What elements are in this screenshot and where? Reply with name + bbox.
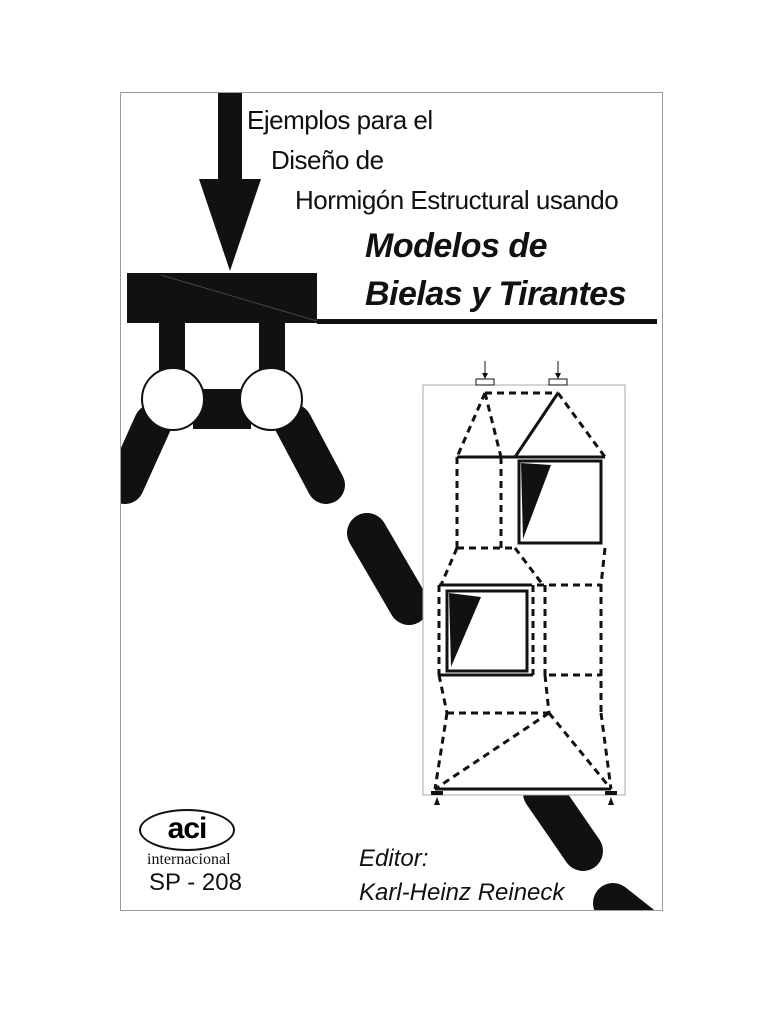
editor-name: Karl-Heinz Reineck: [359, 879, 565, 906]
bearing-line: [317, 319, 657, 324]
book-cover: Ejemplos para el Diseño de Hormigón Estr…: [120, 92, 663, 911]
title-line-2: Bielas y Tirantes: [365, 275, 627, 313]
aci-logo: aci: [139, 809, 235, 851]
subtitle-line-2: Diseño de: [271, 145, 384, 175]
publisher-subtitle: internacional: [147, 851, 231, 868]
beam-block: [127, 273, 317, 323]
node-assembly: [121, 323, 655, 910]
title-line-1: Modelos de: [365, 227, 548, 265]
aci-logo-text: aci: [167, 812, 208, 845]
publication-code: SP - 208: [149, 869, 242, 896]
load-arrow-icon: [199, 93, 261, 271]
editor-label: Editor:: [359, 845, 429, 872]
subtitle-line-1: Ejemplos para el: [247, 105, 433, 135]
strut-tie-diagram: [422, 361, 626, 805]
subtitle-line-3: Hormigón Estructural usando: [295, 185, 619, 215]
cover-artwork: [121, 93, 657, 910]
